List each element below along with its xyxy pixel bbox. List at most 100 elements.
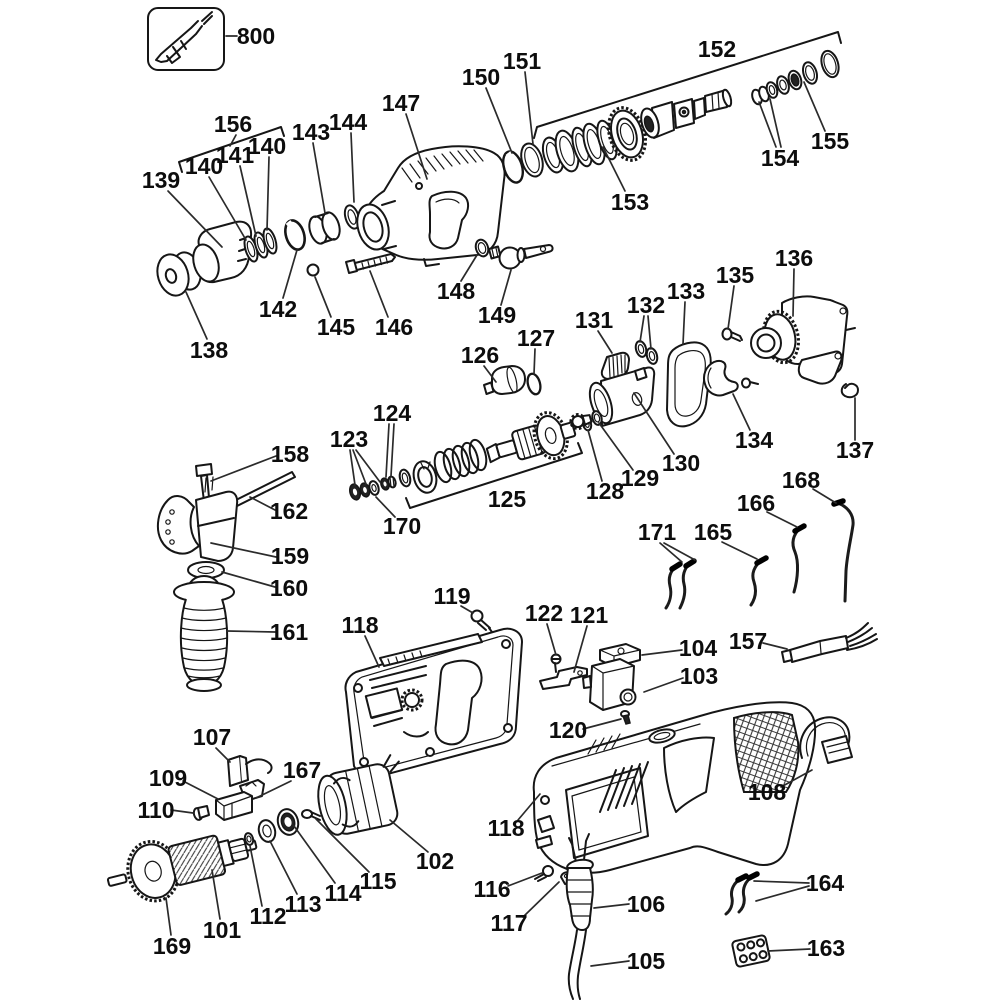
part-166-wire <box>791 523 807 594</box>
part-label-106: 106 <box>627 891 665 917</box>
part-139-chuck-sleeve <box>192 220 253 284</box>
part-label-141: 141 <box>216 142 255 168</box>
leader-line-132 <box>647 315 652 350</box>
part-125-spindle-assembly <box>412 411 593 494</box>
part-label-165: 165 <box>694 519 733 545</box>
part-label-121: 121 <box>570 602 609 628</box>
leader-line-134 <box>732 393 751 431</box>
leader-line-101 <box>211 869 221 920</box>
leader-line-123 <box>349 449 356 486</box>
part-label-127: 127 <box>517 325 555 351</box>
part-label-123: 123 <box>330 426 368 452</box>
part-label-145: 145 <box>317 314 356 340</box>
leader-line-166 <box>766 511 798 528</box>
part-label-112: 112 <box>249 903 286 929</box>
leader-line-165 <box>721 541 758 560</box>
part-label-122: 122 <box>525 600 563 626</box>
part-label-118: 118 <box>487 815 524 841</box>
part-label-800: 800 <box>237 23 275 49</box>
leader-line-142 <box>282 249 298 299</box>
part-label-118: 118 <box>341 612 378 638</box>
part-133-gasket <box>666 341 712 428</box>
leader-line-124 <box>390 423 395 477</box>
leader-line-171 <box>659 542 683 563</box>
part-label-124: 124 <box>373 400 412 426</box>
part-145-ball <box>306 263 320 277</box>
part-168-wire <box>831 498 855 603</box>
leader-line-106 <box>593 903 630 909</box>
part-126-cylinder <box>483 365 526 395</box>
part-label-104: 104 <box>679 635 718 661</box>
part-label-114: 114 <box>324 880 361 906</box>
leader-line-155 <box>803 81 826 132</box>
part-152-spindle <box>640 88 733 139</box>
part-label-153: 153 <box>611 189 649 215</box>
leader-line-144 <box>350 132 355 203</box>
part-label-161: 161 <box>270 619 309 645</box>
part-label-116: 116 <box>473 876 510 902</box>
part-134-clamp-shell <box>703 359 759 397</box>
leader-line-140 <box>266 156 270 231</box>
part-label-103: 103 <box>680 663 718 689</box>
part-label-154: 154 <box>761 145 800 171</box>
leader-line-124 <box>385 423 390 478</box>
part-label-142: 142 <box>259 296 297 322</box>
part-label-168: 168 <box>782 467 821 493</box>
part-label-163: 163 <box>807 935 845 961</box>
leader-line-160 <box>221 571 276 588</box>
leader-line-122 <box>546 623 557 656</box>
part-label-149: 149 <box>478 302 516 328</box>
part-label-160: 160 <box>270 575 308 601</box>
part-label-107: 107 <box>193 724 231 750</box>
part-118-right-housing <box>532 701 817 874</box>
leader-line-127 <box>533 348 536 375</box>
leader-line-129 <box>598 422 634 471</box>
part-135-screw <box>721 327 743 342</box>
part-119-screw <box>470 609 493 633</box>
part-120-screw <box>620 710 631 725</box>
leader-line-139 <box>167 190 223 248</box>
leader-line-154 <box>769 98 782 148</box>
part-label-138: 138 <box>190 337 229 363</box>
leader-line-126 <box>483 365 497 383</box>
leader-line-141 <box>239 165 257 237</box>
leader-line-116 <box>507 872 543 887</box>
part-150-circlip <box>502 150 524 184</box>
leader-line-110 <box>170 809 194 814</box>
leader-line-117 <box>522 881 560 918</box>
leader-line-159 <box>210 542 277 558</box>
part-142-snap-ring <box>284 219 306 251</box>
leader-line-164 <box>755 885 810 902</box>
part-132-washers <box>634 340 659 365</box>
leader-line-168 <box>812 488 837 504</box>
part-label-115: 115 <box>359 868 396 894</box>
part-108-cord-hook <box>799 716 853 764</box>
part-170-washer <box>398 468 412 488</box>
part-136-motor-mount-housing <box>750 295 856 385</box>
part-157-terminal-block <box>781 622 878 663</box>
group-bracket-125 <box>405 442 583 509</box>
part-label-132: 132 <box>627 292 665 318</box>
leader-lines-layer <box>165 35 856 967</box>
leader-line-140 <box>208 176 247 241</box>
part-label-133: 133 <box>667 278 705 304</box>
part-113-bearing <box>257 819 277 843</box>
part-147-gear-housing <box>356 145 506 267</box>
part-101-armature <box>106 834 258 903</box>
part-155-washers <box>776 49 840 95</box>
leader-line-161 <box>226 630 276 633</box>
part-161-grip-handle <box>173 575 235 692</box>
part-127-o-ring <box>526 372 542 396</box>
leader-line-164 <box>753 880 810 884</box>
leader-line-171 <box>663 542 696 561</box>
part-label-131: 131 <box>575 307 614 333</box>
leader-line-118 <box>364 635 380 668</box>
part-146-bolt <box>345 253 396 274</box>
leader-line-151 <box>524 71 534 145</box>
part-label-170: 170 <box>383 513 421 539</box>
part-106-cord-protector <box>565 833 594 931</box>
part-label-155: 155 <box>811 128 850 154</box>
part-149-side-knob <box>488 244 554 270</box>
